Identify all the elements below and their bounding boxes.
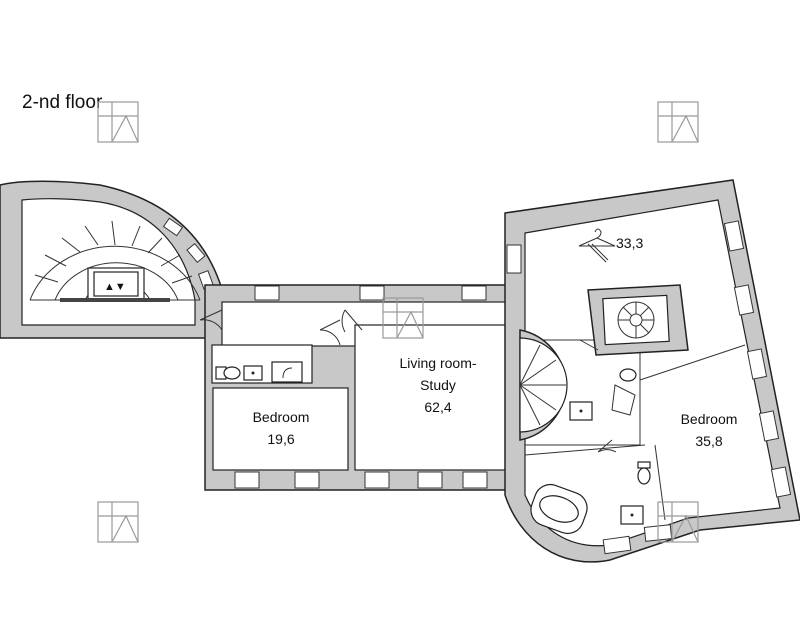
staircase-icon: ▲▼ — [29, 220, 201, 302]
sink-icon — [620, 505, 644, 525]
right-wing — [504, 179, 800, 563]
toilet-icon — [637, 461, 651, 485]
watermark-logo — [97, 501, 139, 543]
living-room-area: 62,4 — [424, 399, 451, 415]
watermark-logo — [657, 501, 699, 543]
bedroom-right-area: 35,8 — [695, 433, 722, 449]
bathtub-icon — [530, 483, 588, 535]
watermark-logo — [382, 297, 424, 339]
shower-icon — [271, 361, 303, 383]
toilet-icon — [215, 366, 241, 380]
floor-title: 2-nd floor — [22, 92, 103, 113]
hanger-icon — [578, 228, 616, 263]
living-room-study — [354, 324, 518, 471]
watermark-logo — [657, 101, 699, 143]
watermark-logo — [97, 101, 139, 143]
toilet-icon — [619, 368, 637, 382]
sink-icon — [243, 365, 263, 381]
bedroom-left — [212, 387, 349, 471]
spiral-staircase-icon — [519, 329, 568, 441]
living-room-name-line2: Study — [420, 377, 456, 393]
sink-icon — [569, 401, 593, 421]
bedroom-left-area: 19,6 — [267, 431, 294, 447]
bedroom-right-name: Bedroom — [681, 411, 738, 427]
left-stair-wing: ▲▼ — [0, 180, 226, 339]
living-room-name-line1: Living room- — [399, 355, 476, 371]
central-block — [199, 284, 521, 491]
dressing-room-area: 33,3 — [616, 235, 643, 251]
spiral-staircase-icon — [617, 301, 655, 339]
bedroom-left-name: Bedroom — [253, 409, 310, 425]
svg-text:▲▼: ▲▼ — [104, 281, 126, 293]
